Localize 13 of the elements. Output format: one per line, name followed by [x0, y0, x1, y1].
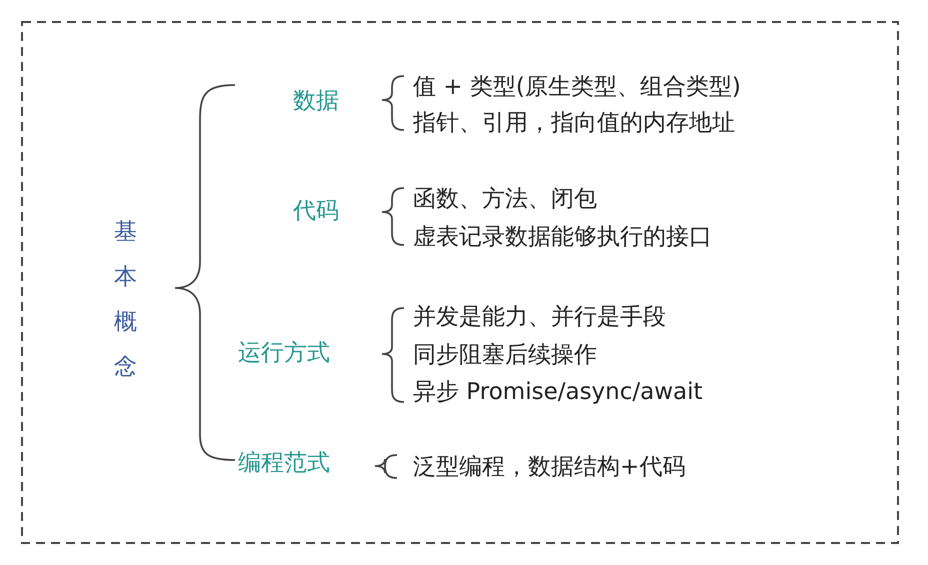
item-text: 值 + 类型(原生类型、组合类型) [413, 73, 741, 102]
category-label: 代码 [293, 197, 339, 226]
item-text: 同步阻塞后续操作 [413, 341, 597, 370]
item-text: 异步 Promise/async/await [413, 378, 703, 407]
concept-heading: 基本概念 [114, 218, 138, 382]
item-text: 并发是能力、并行是手段 [413, 303, 666, 332]
item-text: 泛型编程，数据结构+代码 [413, 453, 686, 482]
item-text: 函数、方法、闭包 [413, 185, 597, 214]
category-label: 运行方式 [238, 339, 330, 368]
item-text: 指针、引用，指向值的内存地址 [413, 109, 735, 138]
category-label: 数据 [293, 87, 339, 116]
category-label: 编程范式 [238, 449, 330, 478]
item-text: 虚表记录数据能够执行的接口 [413, 223, 712, 252]
